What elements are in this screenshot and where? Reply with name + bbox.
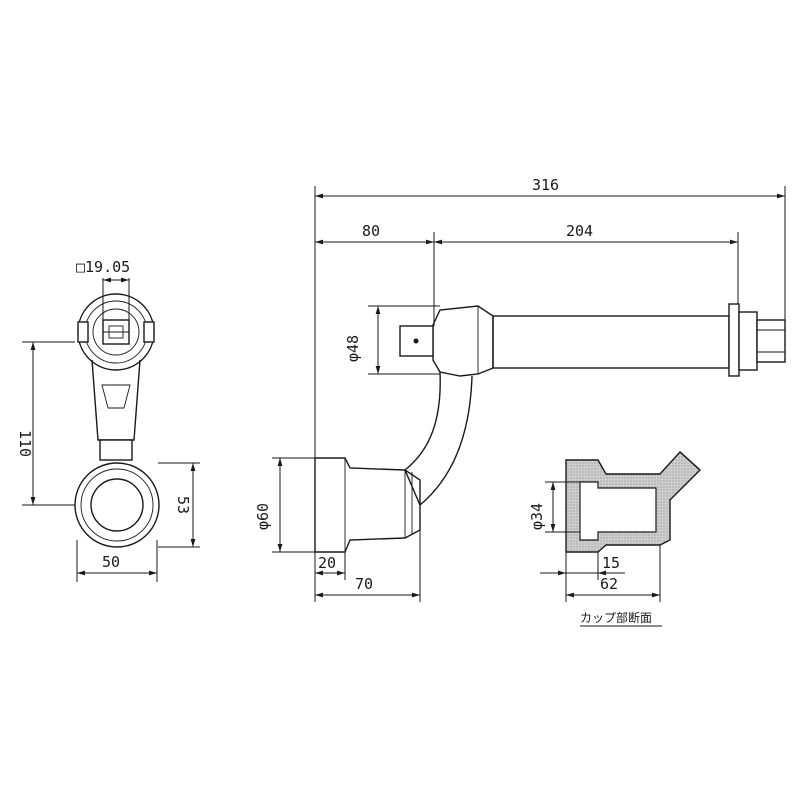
dim-phi-60: φ60	[254, 503, 272, 530]
end-nut	[756, 319, 786, 363]
dim-62: 62	[600, 575, 618, 593]
dim-53: 53	[174, 496, 192, 514]
cup-inner-circle	[90, 478, 144, 532]
arm	[91, 359, 141, 441]
elbow-body	[404, 371, 473, 507]
dim-50: 50	[102, 553, 120, 571]
end-view: □19.05 110 53 50	[16, 258, 200, 582]
top-joint	[432, 305, 494, 377]
dim-phi-48: φ48	[344, 335, 362, 362]
dim-20: 20	[318, 554, 336, 572]
dim-204: 204	[566, 222, 593, 240]
horizontal-pipe	[492, 315, 730, 369]
dim-70: 70	[355, 575, 373, 593]
cup-section-view: φ34 15 62 カップ部断面	[528, 451, 702, 627]
nut-core-circle	[92, 308, 140, 356]
cup-outer-circle	[74, 462, 160, 548]
dim-110: 110	[16, 430, 34, 457]
dim-15: 15	[602, 554, 620, 572]
cup-section-caption: カップ部断面	[580, 610, 652, 625]
dim-80: 80	[362, 222, 380, 240]
dim-square-1905: □19.05	[76, 258, 130, 276]
dim-316: 316	[532, 176, 559, 194]
dim-phi-34: φ34	[528, 503, 546, 530]
lower-cup-body	[314, 457, 421, 553]
side-view: 316 80 204 φ48 φ60 20 70	[254, 176, 786, 602]
